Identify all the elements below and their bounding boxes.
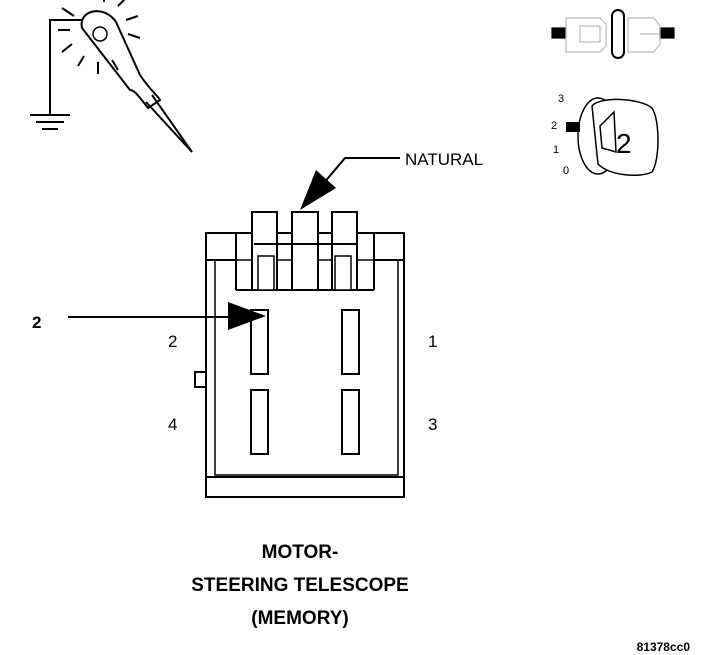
ignition-position-3: 3 [558,93,565,105]
pin2-callout-label: 2 [32,313,42,332]
ignition-position-0: 0 [563,165,570,177]
ignition-position-2: 2 [551,120,558,132]
pin2-arrowhead [228,302,266,330]
natural-arrowhead [300,170,336,210]
title-line-3: (MEMORY) [251,608,349,629]
pin-label-2: 2 [168,332,178,351]
pin-label-1: 1 [428,332,438,351]
ignition-position-1: 1 [553,144,560,156]
terminal-cavities [250,309,360,455]
natural-leader-line [317,157,400,191]
connector-housing [194,211,405,498]
ignition-key-icon [566,97,659,177]
disconnect-connector-icon [551,9,675,59]
test-light-probe-icon [58,0,193,153]
title-line-2: STEERING TELESCOPE [191,575,409,596]
ground-symbol [30,19,92,130]
pin-label-4: 4 [168,415,178,434]
figure-code: 81378cc0 [636,640,690,654]
natural-callout-label: NATURAL [405,150,484,169]
pin-label-3: 3 [428,415,438,434]
ignition-key-number: 2 [616,128,632,159]
title-line-1: MOTOR- [261,542,339,563]
